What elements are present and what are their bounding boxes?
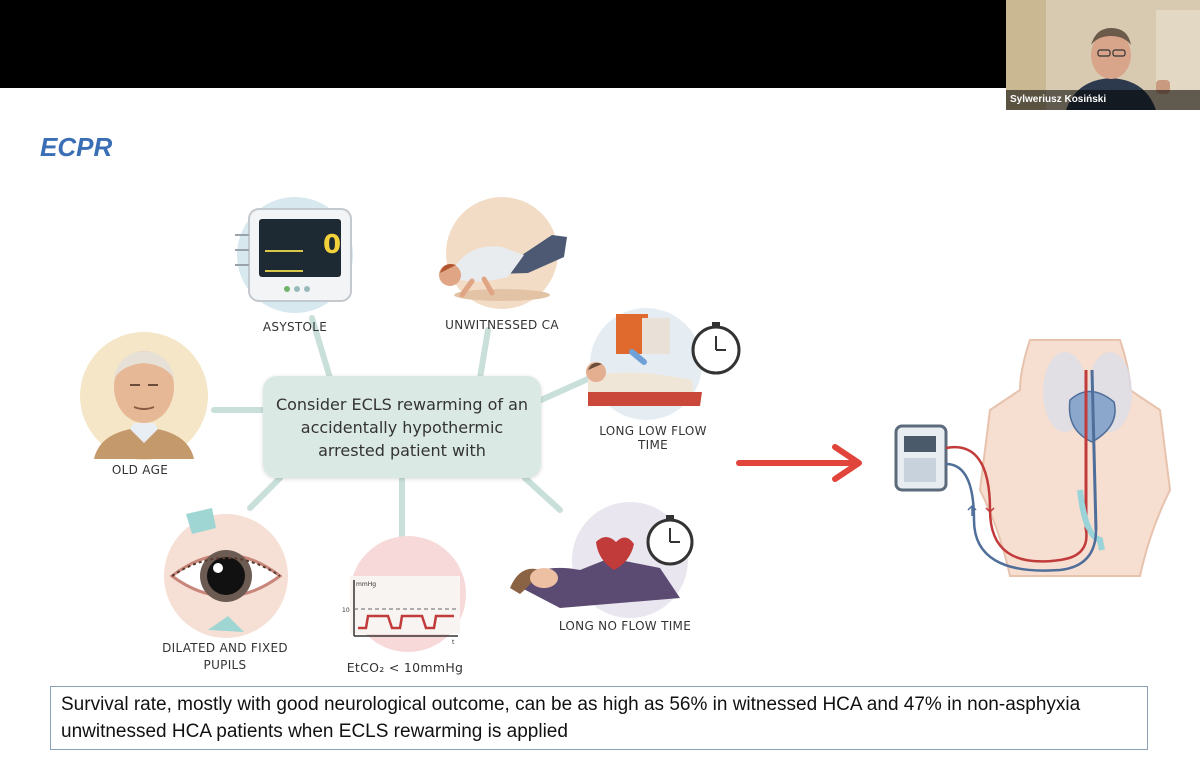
capno-threshold: 10	[342, 607, 350, 614]
label-old-age: OLD AGE	[111, 463, 169, 477]
capno-y-unit: mmHg	[356, 581, 376, 588]
elderly-man-icon	[80, 332, 208, 460]
label-etco2: EtCO₂ < 10mmHg	[346, 660, 464, 675]
node-long-low-flow	[582, 306, 744, 424]
label-unwitnessed-ca: UNWITNESSED CA	[445, 318, 559, 332]
collapsed-person-icon	[439, 197, 567, 309]
red-arrow-icon	[736, 444, 862, 482]
node-etco2: mmHg 10 t	[340, 536, 476, 656]
monitor-icon: 0	[235, 197, 353, 313]
slide-title: ECPR	[40, 132, 113, 162]
ecls-circuit-icon	[894, 339, 1172, 577]
lying-woman-timer-icon	[510, 502, 694, 618]
survival-note: Survival rate, mostly with good neurolog…	[50, 686, 1148, 750]
node-unwitnessed-ca	[432, 195, 572, 313]
node-dilated-pupils	[158, 504, 294, 640]
node-old-age	[74, 331, 214, 461]
participant-name: Sylweriusz Kosiński	[1006, 90, 1200, 110]
monitor-readout: 0	[323, 230, 341, 260]
eye-icon	[164, 508, 288, 638]
node-long-no-flow	[510, 498, 700, 618]
center-statement: Consider ECLS rewarming of an accidental…	[263, 376, 541, 478]
label-dilated-pupils: DILATED AND FIXED PUPILS	[162, 641, 288, 672]
top-black-bar	[0, 0, 1200, 88]
label-asystole: ASYSTOLE	[262, 320, 328, 334]
node-asystole: 0	[227, 195, 363, 313]
cpr-timer-icon	[586, 308, 741, 420]
label-long-no-flow: LONG NO FLOW TIME	[558, 619, 692, 633]
label-long-low-flow: LONG LOW FLOW TIME	[599, 424, 707, 452]
capnography-icon: mmHg 10 t	[342, 536, 466, 652]
capno-x-unit: t	[452, 639, 455, 646]
